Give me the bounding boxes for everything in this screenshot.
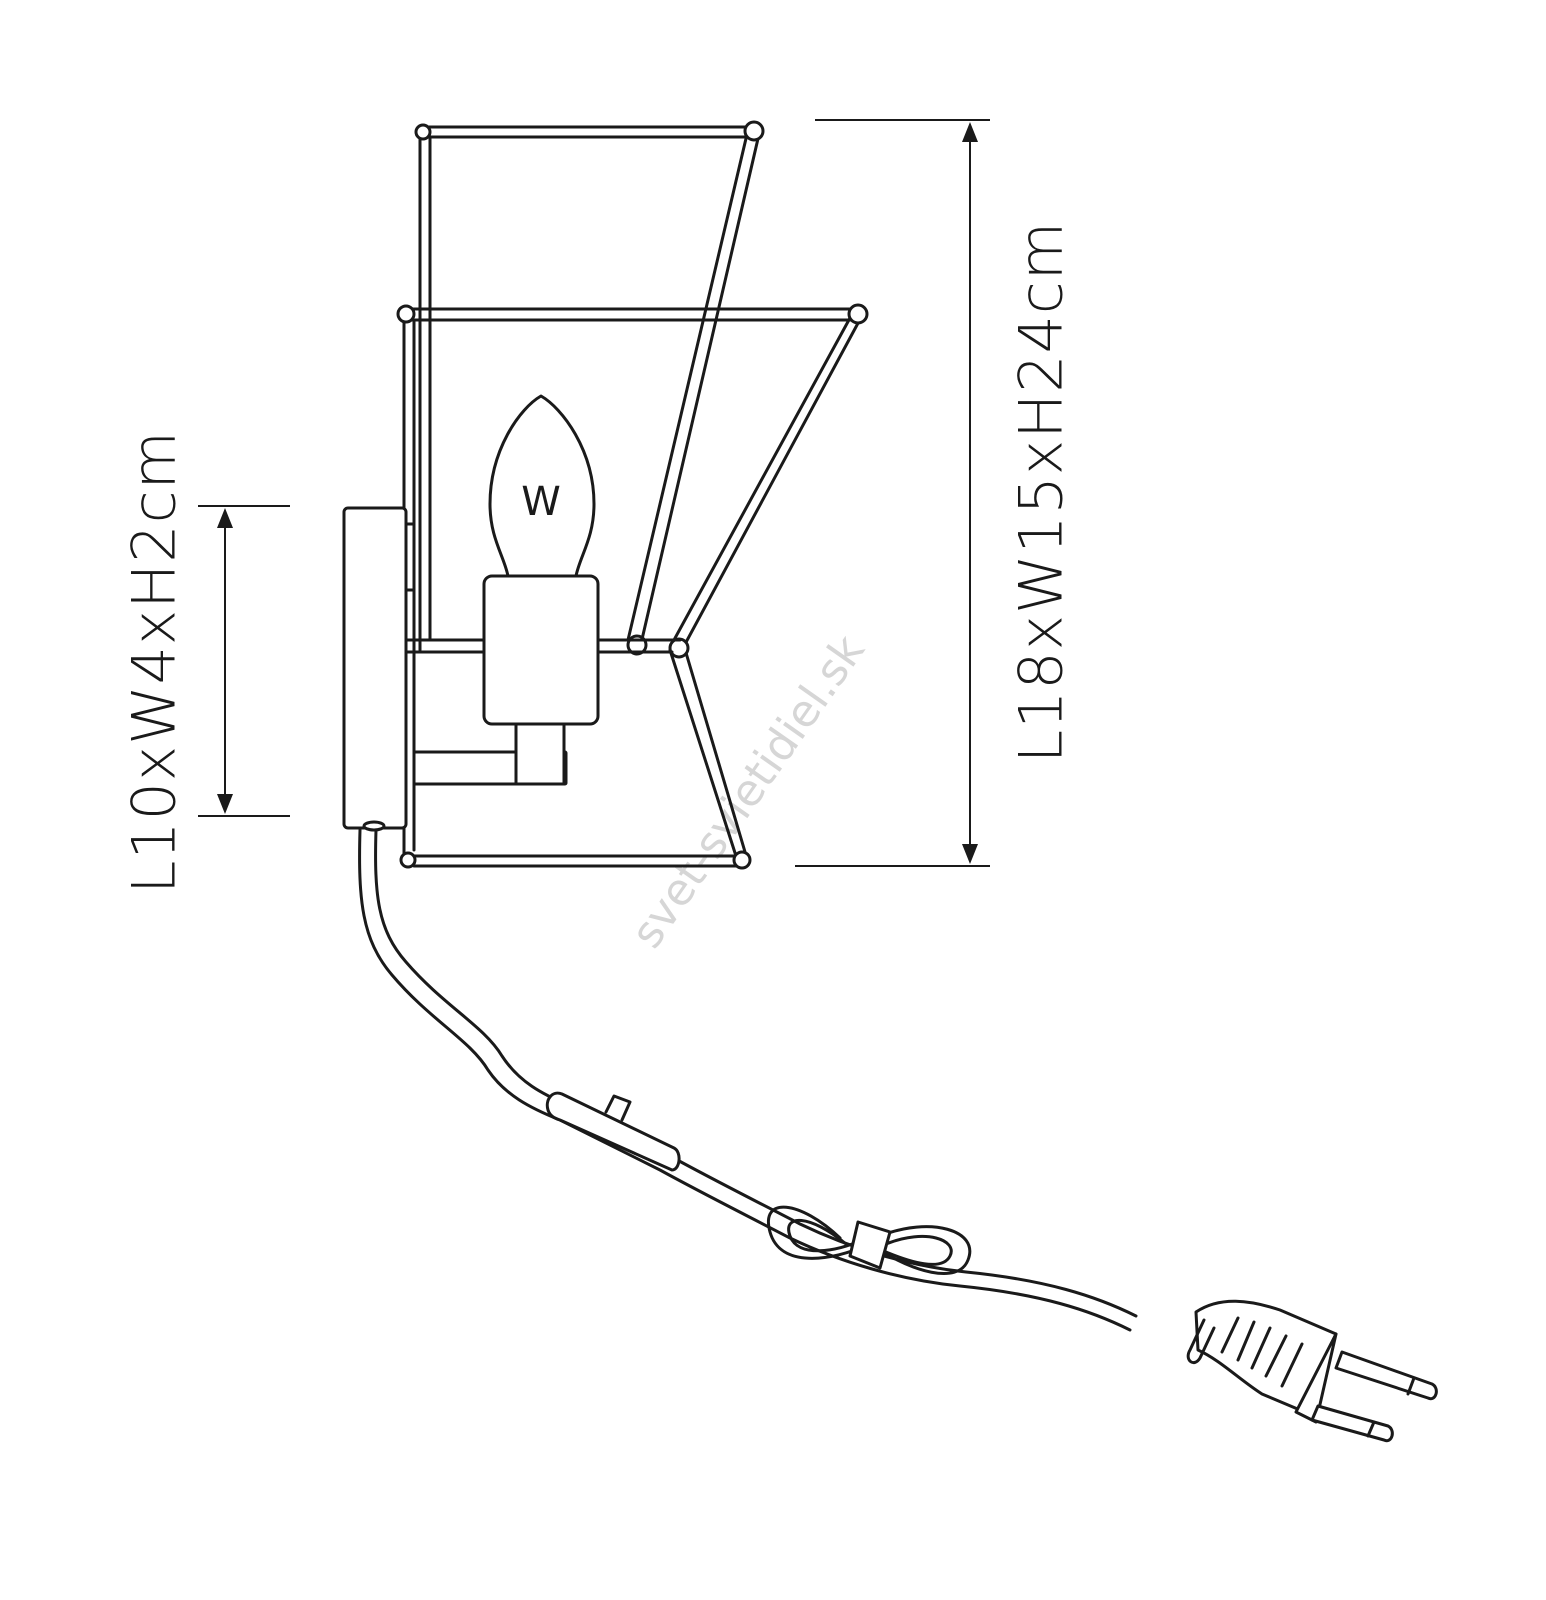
backplate-dimension: L10xW4xH2cm xyxy=(120,430,290,894)
cable-loop xyxy=(767,1205,972,1276)
lamp-socket xyxy=(482,574,600,726)
overall-dimension-label: L18xW15xH24cm xyxy=(1007,221,1077,763)
dim-arrow-up-icon xyxy=(217,508,233,528)
wall-lamp-drawing: W xyxy=(342,120,869,870)
overall-dimension: L18xW15xH24cm xyxy=(795,119,1077,867)
euro-plug-icon xyxy=(1186,1299,1438,1443)
dim-arrow-down-icon xyxy=(962,844,978,864)
dim-arrow-down-icon xyxy=(217,794,233,814)
dim-arrow-up-icon xyxy=(962,122,978,142)
bulb-marking: W xyxy=(521,479,561,525)
watermark-text: svet-svietidiel.sk xyxy=(621,626,875,958)
candle-bulb-icon: W xyxy=(488,394,596,578)
upper-wire-frame xyxy=(414,120,765,656)
wall-backplate xyxy=(342,506,408,830)
power-cable xyxy=(358,828,1438,1443)
backplate-dimension-label: L10xW4xH2cm xyxy=(120,430,190,894)
inline-switch-icon xyxy=(545,1091,681,1172)
